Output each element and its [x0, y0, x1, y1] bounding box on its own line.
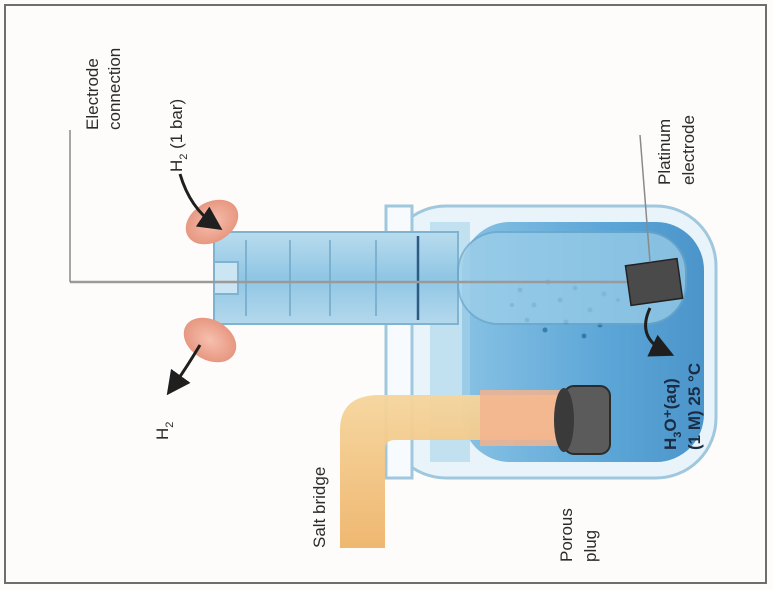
label-platinum-electrode: Platinum electrode — [655, 115, 698, 185]
h2-inlet-pressure: (1 bar) — [167, 99, 186, 154]
salt-bridge-label: Salt bridge — [310, 467, 329, 548]
label-porous-plug: Porous plug — [557, 508, 600, 562]
porous-plug — [554, 386, 610, 454]
solution-conditions: (1 M) 25 °C — [685, 363, 704, 450]
svg-text:H2 (1 bar): H2 (1 bar) — [167, 99, 190, 172]
label-h2-inlet: H2 (1 bar) — [167, 99, 190, 172]
platinum-electrode — [625, 259, 682, 306]
porous-plug-label-1: Porous — [557, 508, 576, 562]
electrode-connection-label-2: connection — [105, 48, 124, 130]
label-salt-bridge: Salt bridge — [310, 467, 329, 548]
h2-outlet-symbol: H — [153, 428, 172, 440]
solution-ion: O⁺(aq) — [661, 378, 680, 431]
h2-outlet-subscript: 2 — [164, 422, 176, 428]
electrode-connection-label-1: Electrode — [83, 58, 102, 130]
h2-inlet-symbol: H — [167, 160, 186, 172]
label-electrode-connection: Electrode connection — [83, 48, 124, 130]
porous-plug-label-2: plug — [581, 530, 600, 562]
label-h2-outlet: H2 — [153, 422, 176, 440]
svg-text:H2: H2 — [153, 422, 176, 440]
platinum-label-2: electrode — [679, 115, 698, 185]
gas-tube — [214, 232, 686, 324]
platinum-label-1: Platinum — [655, 119, 674, 185]
solution-species: H — [661, 438, 680, 450]
